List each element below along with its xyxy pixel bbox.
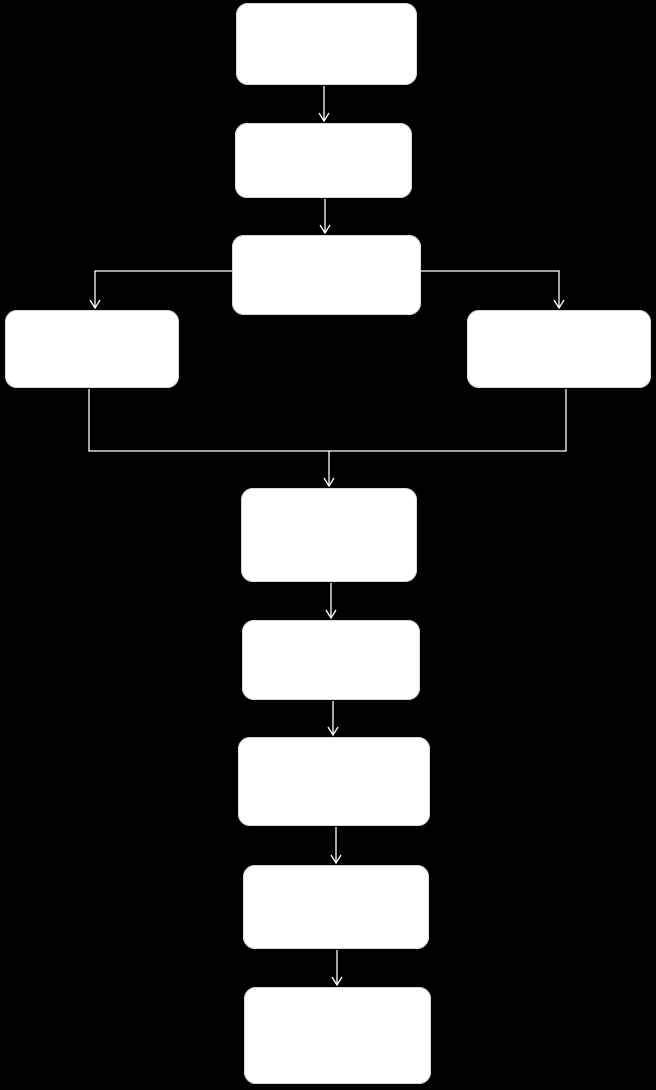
arrowhead-icon bbox=[331, 976, 343, 987]
edge-node-3-node-5 bbox=[421, 270, 560, 308]
arrowhead-icon bbox=[327, 726, 339, 737]
arrowhead-icon bbox=[330, 854, 342, 865]
flow-box-10 bbox=[244, 987, 431, 1084]
arrowhead-icon bbox=[318, 112, 330, 123]
arrowhead-icon bbox=[323, 477, 335, 488]
edge-node-3-node-4 bbox=[94, 270, 232, 308]
arrowhead-icon bbox=[325, 609, 337, 620]
arrowhead-icon bbox=[89, 299, 101, 310]
flow-box-3 bbox=[232, 235, 421, 315]
flow-box-8 bbox=[238, 737, 430, 826]
flow-box-6 bbox=[241, 488, 417, 582]
flow-box-5-right-branch bbox=[467, 310, 651, 388]
flow-box-1 bbox=[236, 3, 417, 85]
flow-box-7 bbox=[242, 620, 420, 700]
edge-node-4-node-6 bbox=[88, 389, 329, 452]
flow-box-9 bbox=[243, 865, 429, 949]
arrowhead-icon bbox=[553, 299, 565, 310]
edge-node-5-node-6 bbox=[329, 389, 567, 452]
flow-box-4-left-branch bbox=[5, 310, 179, 388]
arrowhead-icon bbox=[319, 224, 331, 235]
flow-box-2 bbox=[235, 123, 412, 198]
